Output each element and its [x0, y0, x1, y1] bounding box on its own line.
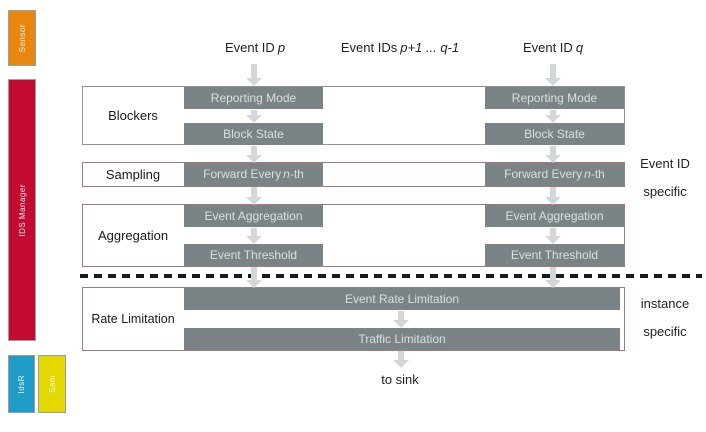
flow-arrow-down-icon: [246, 187, 262, 205]
event-aggregation-box-right: Event Aggregation: [485, 205, 624, 227]
forward-var: n: [283, 167, 290, 181]
idsr-bar-label: IdsR: [17, 374, 26, 394]
flow-arrow-down-icon: [545, 110, 561, 123]
event-rate-limitation-box: Event Rate Limitation: [184, 288, 620, 310]
traffic-limitation-box: Traffic Limitation: [184, 328, 620, 350]
forward-suffix: -th: [590, 167, 605, 181]
flow-arrow-down-icon: [246, 64, 262, 86]
flow-arrow-down-icon: [246, 267, 262, 288]
flow-arrow-down-icon: [545, 146, 561, 163]
block-state-box-left: Block State: [184, 123, 323, 145]
event-id-specific-line2: specific: [643, 184, 687, 199]
header-right-text: Event ID: [522, 40, 573, 55]
flow-arrow-down-icon: [545, 267, 561, 288]
flow-arrow-down-icon: [246, 110, 262, 123]
header-middle-var: p+1 ... q-1: [400, 40, 460, 55]
event-id-specific-annotation: Event ID specific: [624, 150, 706, 206]
sam-bar-label: Sam: [47, 375, 57, 393]
forward-var: n: [584, 167, 591, 181]
sensor-bar-label: Sensor: [17, 23, 27, 53]
header-left-var: p: [277, 40, 286, 55]
flow-arrow-down-icon: [246, 146, 262, 163]
reporting-mode-box-right: Reporting Mode: [485, 87, 624, 109]
idsr-bar: IdsR: [8, 355, 35, 413]
aggregation-stage-label: Aggregation: [97, 228, 169, 243]
event-id-specific-line1: Event ID: [640, 156, 690, 171]
event-aggregation-box-left: Event Aggregation: [184, 205, 323, 227]
header-right-var: q: [575, 40, 584, 55]
instance-specific-divider: [80, 274, 702, 278]
forward-prefix: Forward Every: [203, 167, 282, 181]
ids-manager-bar: IDS Manager: [8, 79, 36, 341]
ids-manager-bar-label: IDS Manager: [17, 183, 27, 237]
sampling-stage-label: Sampling: [105, 166, 161, 182]
blockers-stage-label: Blockers: [108, 108, 158, 123]
event-threshold-box-right: Event Threshold: [485, 244, 624, 266]
flow-arrow-down-icon: [545, 187, 561, 205]
sensor-bar: Sensor: [8, 10, 36, 66]
sam-bar: Sam: [38, 355, 66, 413]
event-threshold-box-left: Event Threshold: [184, 244, 323, 266]
flow-arrow-down-icon: [393, 311, 409, 328]
reporting-mode-box-left: Reporting Mode: [184, 87, 323, 109]
header-middle-text: Event IDs: [340, 40, 398, 55]
flow-arrow-down-icon: [545, 228, 561, 244]
header-left-text: Event ID: [224, 40, 275, 55]
instance-specific-line2: specific: [643, 324, 687, 339]
forward-prefix: Forward Every: [504, 167, 583, 181]
rate-limitation-stage-label: Rate Limitation: [91, 312, 175, 326]
flow-arrow-down-icon: [246, 228, 262, 244]
to-sink-label: to sink: [381, 372, 419, 387]
block-state-box-right: Block State: [485, 123, 624, 145]
instance-specific-line1: instance: [640, 296, 690, 311]
flow-arrow-down-icon: [545, 64, 561, 86]
forward-suffix: -th: [289, 167, 304, 181]
flow-arrow-down-icon: [393, 351, 409, 368]
instance-specific-annotation: instance specific: [624, 290, 706, 346]
